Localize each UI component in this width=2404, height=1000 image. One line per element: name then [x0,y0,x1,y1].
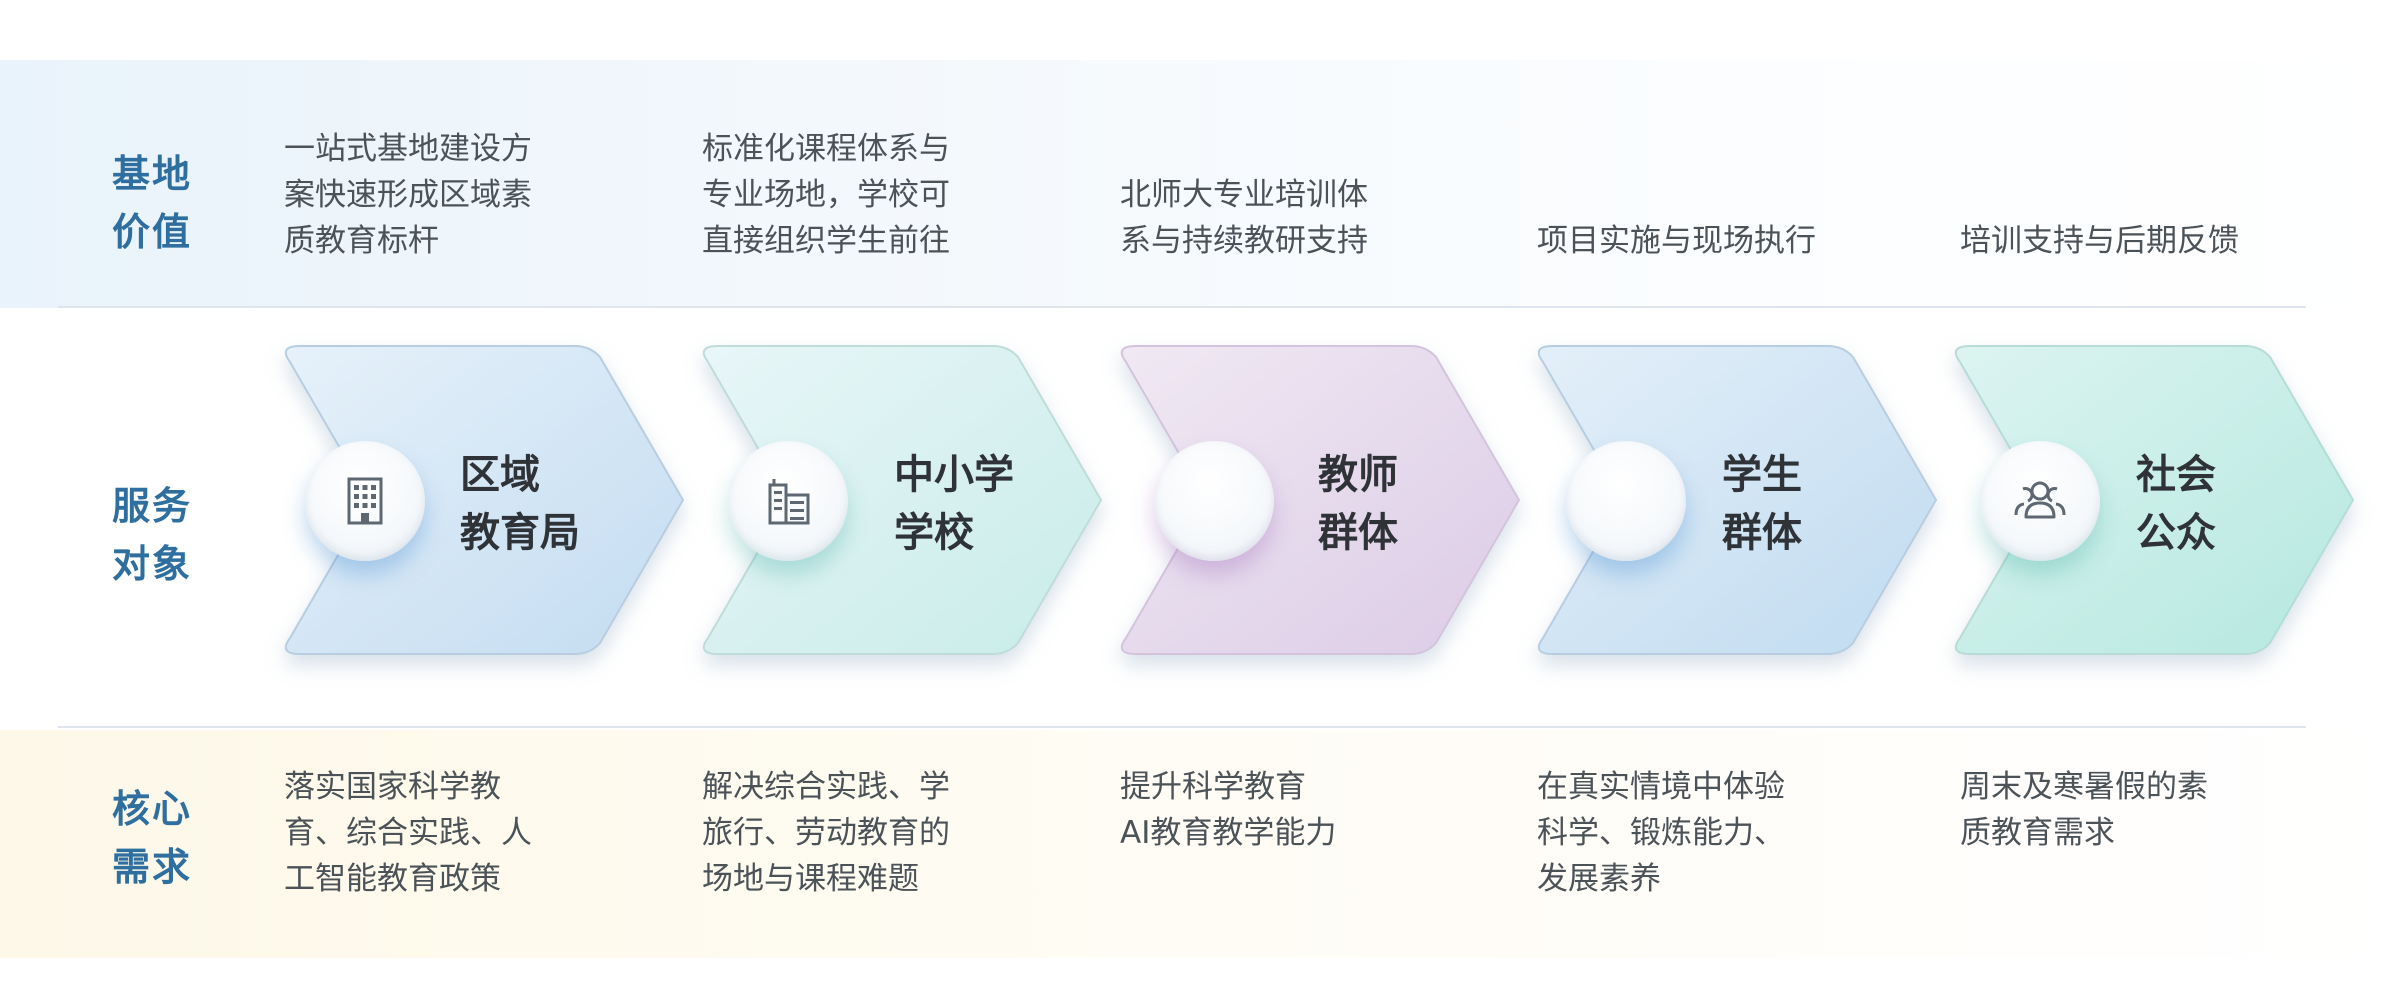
chevron-title-3: 教师群体 [1318,452,1398,556]
value-text-4: 项目实施与现场执行 [1537,223,1816,259]
chevron-4 [1537,345,1937,655]
need-text-1: 落实国家科学教育、综合实践、人工智能教育政策 [284,769,532,897]
need-text-4: 在真实情境中体验科学、锻炼能力、发展素养 [1537,769,1785,897]
chevron-title-5: 社会公众 [2136,452,2216,556]
chevron-3 [1120,345,1520,655]
chevron-title-2: 中小学学校 [894,452,1014,556]
value-row-band [0,60,2404,308]
row-title-needs: 核心 需求 [112,787,193,889]
blank-circle-icon [1566,441,1686,561]
chevron-2 [702,345,1102,655]
office-building-icon [305,441,425,561]
need-text-5: 周末及寒暑假的素质教育需求 [1960,769,2208,851]
chevron-1 [284,345,684,655]
value-text-5: 培训支持与后期反馈 [1960,223,2239,259]
chevron-5 [1954,345,2354,655]
value-text-3: 北师大专业培训体系与持续教研支持 [1120,177,1368,259]
divider-bottom [58,726,2306,728]
value-text-1: 一站式基地建设方案快速形成区域素质教育标杆 [284,131,532,259]
blank-circle-icon [1154,441,1274,561]
need-text-2: 解决综合实践、学旅行、劳动教育的场地与课程难题 [702,769,950,897]
needs-row-band [0,730,2404,958]
row-title-value: 基地 价值 [112,152,193,254]
people-group-icon [1980,441,2100,561]
chevron-title-4: 学生群体 [1722,452,1802,556]
value-text-2: 标准化课程体系与专业场地，学校可直接组织学生前往 [702,131,950,259]
school-building-icon [728,441,848,561]
row-title-service: 服务 对象 [112,484,193,586]
chevron-title-1: 区域教育局 [460,452,580,556]
divider-top [58,306,2306,308]
